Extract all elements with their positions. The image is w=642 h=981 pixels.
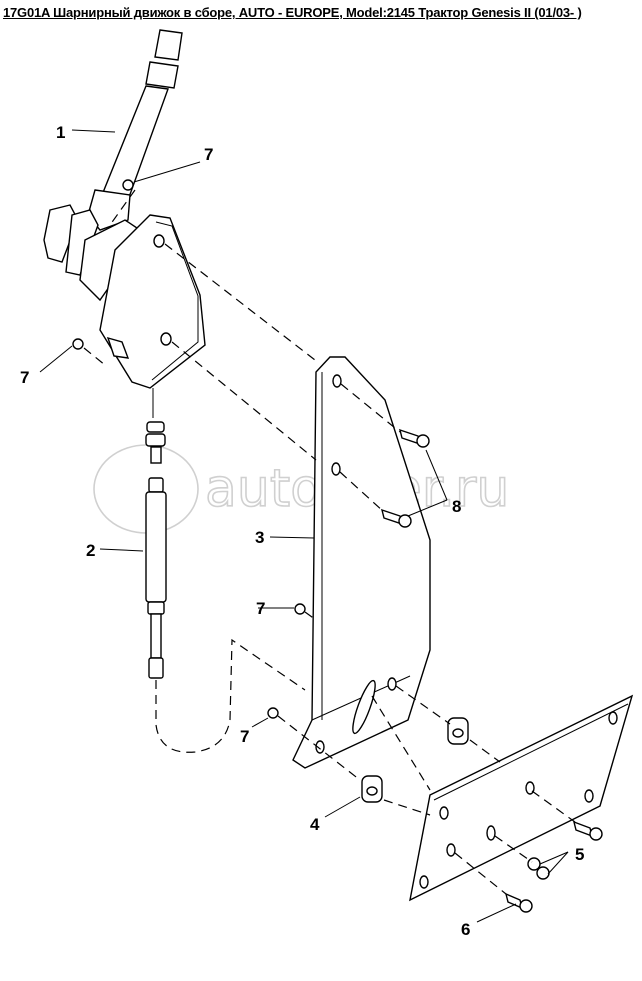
steering-column-part[interactable]	[43, 29, 206, 389]
leader-lines	[39, 129, 569, 923]
gas-strut-part[interactable]	[145, 388, 167, 679]
mounting-plate-part[interactable]	[292, 356, 431, 769]
nut-7-part[interactable]	[72, 179, 306, 719]
spacer-part[interactable]	[361, 717, 469, 803]
callout-8: 8	[452, 497, 461, 516]
diagram-title: 17G01A Шарнирный движок в сборе, AUTO - …	[3, 5, 582, 20]
assembly-lines	[83, 189, 576, 895]
callout-4: 4	[310, 815, 320, 834]
washer-5-part[interactable]	[527, 857, 550, 880]
bolt-8-part[interactable]	[381, 428, 430, 528]
callout-6: 6	[461, 920, 470, 939]
callout-7: 7	[204, 145, 213, 164]
lower-plate-part[interactable]	[409, 694, 634, 902]
callout-7: 7	[256, 599, 265, 618]
callout-7: 7	[20, 368, 29, 387]
callout-3: 3	[255, 528, 264, 547]
callout-5: 5	[575, 845, 584, 864]
callout-1: 1	[56, 123, 65, 142]
bolt-6-part[interactable]	[504, 820, 603, 913]
callout-2: 2	[86, 541, 95, 560]
callout-7: 7	[240, 727, 249, 746]
